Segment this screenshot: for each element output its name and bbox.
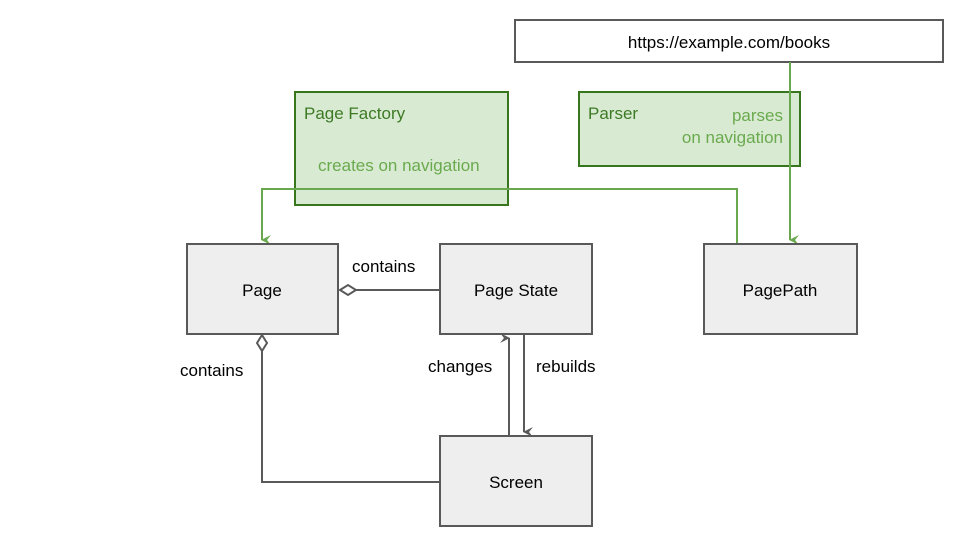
parser-title: Parser xyxy=(588,104,638,123)
screen-node-label: Screen xyxy=(489,473,543,492)
parser-note-line1: parses xyxy=(732,106,783,125)
page-screen-aggregation-diamond xyxy=(255,333,269,353)
page-node: Page xyxy=(186,243,339,335)
parser-group: Parser parses on navigation xyxy=(578,91,801,167)
label-contains-state: contains xyxy=(352,257,415,276)
page-node-label: Page xyxy=(242,281,282,300)
page-path-node-label: PagePath xyxy=(743,281,818,300)
label-contains-screen: contains xyxy=(180,361,243,380)
page-factory-note: creates on navigation xyxy=(318,156,480,175)
url-text: https://example.com/books xyxy=(628,33,830,52)
page-path-node: PagePath xyxy=(703,243,858,335)
page-state-node-label: Page State xyxy=(474,281,558,300)
page-screen-aggregation-line xyxy=(261,351,440,483)
url-box: https://example.com/books xyxy=(514,19,944,63)
label-rebuilds: rebuilds xyxy=(536,357,596,376)
label-changes: changes xyxy=(428,357,492,376)
page-state-aggregation-diamond xyxy=(338,283,358,297)
page-factory-title: Page Factory xyxy=(304,104,406,123)
screen-node: Screen xyxy=(439,435,593,527)
create-page-connector xyxy=(261,188,738,245)
page-state-node: Page State xyxy=(439,243,593,335)
parser-note-line2: on navigation xyxy=(682,128,783,147)
page-factory-group: Page Factory creates on navigation xyxy=(294,91,509,206)
